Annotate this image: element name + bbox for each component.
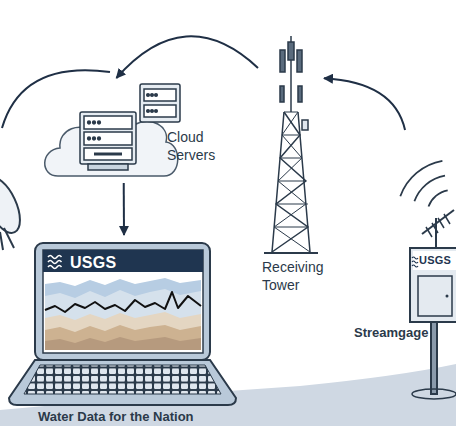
server-front-part [93, 121, 96, 124]
lattice-tower [264, 36, 318, 253]
server-front-part [94, 153, 122, 156]
laptop-part [35, 243, 210, 360]
server-front-part [80, 112, 136, 164]
server-back-part [155, 94, 158, 97]
satellite-dish [0, 172, 27, 250]
caption-label: Water Data for the Nation [38, 409, 238, 425]
server-front [80, 112, 136, 170]
lattice-tower-part [274, 112, 308, 227]
radio-waves [400, 161, 447, 207]
usgs-logo-mark [48, 256, 62, 269]
lattice-tower-part [272, 112, 308, 252]
node-label: Streamgage [354, 325, 444, 341]
cloud-shape [45, 114, 178, 176]
server-front-part [84, 148, 132, 160]
streamgage-station-part [413, 251, 456, 270]
node-label: Cloud Servers [167, 128, 222, 164]
hydrograph-chart-part [45, 337, 201, 350]
cloud-node: Cloud Servers [40, 78, 222, 183]
hydrograph-chart [45, 278, 201, 350]
streamgage-station-part [446, 295, 449, 298]
cloud-servers [45, 84, 180, 176]
keyboard [24, 365, 221, 394]
server-front-part [98, 121, 101, 124]
streamgage-station-part [410, 248, 456, 322]
server-back-part [151, 110, 154, 113]
server-back-part [147, 94, 150, 97]
lattice-tower-part [280, 50, 285, 72]
lattice-tower-part [280, 86, 284, 102]
flow-arrow [116, 36, 258, 78]
server-back [140, 84, 180, 122]
streamgage-station-part [418, 276, 452, 316]
lattice-tower-part [272, 112, 310, 252]
lattice-tower-part [288, 42, 294, 60]
server-back-part [144, 105, 176, 117]
tower-node: Receiving Tower [258, 38, 324, 294]
server-front-part [88, 164, 128, 170]
server-front-part [88, 121, 91, 124]
server-back-part [144, 89, 176, 101]
satellite-dish-part [4, 228, 14, 248]
server-back-part [140, 84, 180, 122]
lattice-tower-part [274, 112, 310, 252]
lattice-tower-part [297, 50, 302, 72]
laptop-node: USGS Water Data for the Nation [8, 235, 240, 426]
lattice-tower-part [264, 252, 318, 254]
logo-text: USGS [70, 254, 130, 272]
streamgage-node: USGS Streamgage [352, 130, 456, 400]
server-front-part [84, 116, 132, 129]
lattice-tower-part [298, 86, 302, 102]
hydrograph-chart-part [45, 325, 201, 350]
streamgage-station-part [431, 320, 437, 394]
flow-arrow [324, 78, 405, 130]
logo-text: USGS [419, 253, 455, 267]
server-back-part [155, 110, 158, 113]
server-front-part [93, 137, 96, 140]
lattice-tower-part [302, 120, 308, 130]
hydrograph-chart-part [45, 312, 201, 350]
server-back-part [151, 94, 154, 97]
hydrograph-chart-part [45, 289, 201, 350]
server-back-part [147, 110, 150, 113]
hydrograph-chart-part [45, 278, 201, 350]
laptop-part [9, 360, 236, 405]
satellite-dish-part [0, 232, 3, 250]
server-front-part [98, 137, 101, 140]
server-front-part [88, 137, 91, 140]
server-front-part [84, 132, 132, 145]
flow-arrow [123, 183, 125, 235]
streamgage-station [400, 161, 456, 399]
streamgage-station-part [426, 214, 450, 237]
laptop [9, 243, 236, 405]
laptop-part [43, 250, 203, 353]
hydrograph-chart-part [45, 292, 201, 312]
node-label: Receiving Tower [262, 258, 326, 294]
usgs-logo-mark [412, 257, 418, 267]
usgs-header-band [43, 250, 203, 272]
streamgage-station-part [412, 389, 456, 399]
